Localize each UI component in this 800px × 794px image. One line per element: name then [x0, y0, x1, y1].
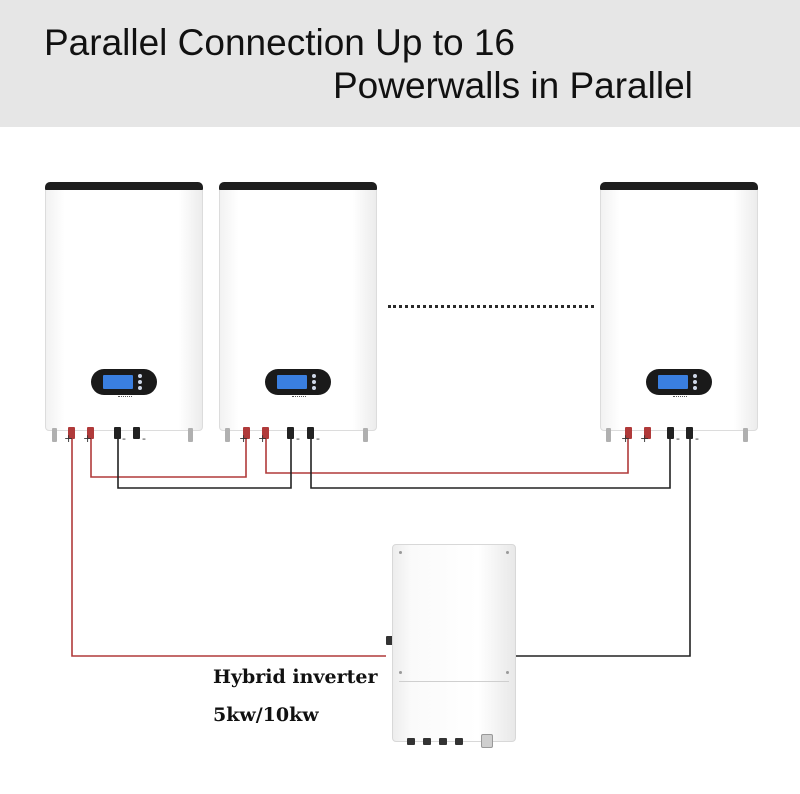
positive-wire-to-inverter	[71, 438, 386, 657]
screw	[506, 671, 509, 674]
battery-top-cap	[219, 182, 377, 190]
battery-display	[646, 369, 712, 395]
battery-unit-3	[600, 182, 758, 431]
inverter-bottom-port	[423, 738, 431, 745]
positive-terminal	[243, 427, 250, 439]
battery-unit-1	[45, 182, 203, 431]
negative-bus-1-2	[117, 438, 292, 489]
plus-label: +	[640, 432, 650, 445]
inverter-side-port	[386, 636, 393, 645]
inverter-bottom-port	[455, 738, 463, 745]
positive-bus-2-3	[265, 438, 629, 474]
indicator-lights	[693, 374, 698, 390]
battery-display	[91, 369, 157, 395]
minus-label: -	[296, 432, 300, 445]
battery-unit-2	[219, 182, 377, 431]
mounting-foot	[225, 428, 230, 442]
mounting-foot	[606, 428, 611, 442]
continuation-dotted-line	[388, 305, 594, 308]
hybrid-inverter	[392, 544, 516, 748]
negative-terminal	[686, 427, 693, 439]
title-line-1: Parallel Connection Up to 16	[44, 22, 516, 63]
plus-label: +	[621, 432, 631, 445]
battery-top-cap	[45, 182, 203, 190]
minus-label: -	[122, 432, 126, 445]
display-caption-marks	[292, 396, 306, 399]
positive-terminal	[87, 427, 94, 439]
minus-label: -	[142, 432, 146, 445]
inverter-switch	[481, 734, 493, 748]
positive-terminal	[625, 427, 632, 439]
minus-label: -	[316, 432, 320, 445]
screw	[399, 551, 402, 554]
negative-wire-to-inverter	[516, 438, 691, 657]
plus-label: +	[64, 432, 74, 445]
mounting-foot	[52, 428, 57, 442]
negative-bus-2-3	[310, 438, 671, 489]
inverter-bottom-port	[407, 738, 415, 745]
display-caption-marks	[118, 396, 132, 399]
positive-terminal	[68, 427, 75, 439]
minus-label: -	[676, 432, 680, 445]
negative-terminal	[287, 427, 294, 439]
mounting-foot	[188, 428, 193, 442]
indicator-lights	[312, 374, 317, 390]
screw	[506, 551, 509, 554]
battery-top-cap	[600, 182, 758, 190]
header-banner: Parallel Connection Up to 16 Powerwalls …	[0, 0, 800, 127]
display-caption-marks	[673, 396, 687, 399]
inverter-label: Hybrid inverter	[213, 666, 378, 688]
lcd-screen	[103, 375, 133, 389]
positive-terminal	[262, 427, 269, 439]
battery-display	[265, 369, 331, 395]
positive-bus-1-2	[90, 438, 247, 478]
negative-terminal	[307, 427, 314, 439]
mounting-foot	[363, 428, 368, 442]
inverter-bottom-port	[439, 738, 447, 745]
negative-terminal	[114, 427, 121, 439]
lcd-screen	[277, 375, 307, 389]
screw	[399, 671, 402, 674]
negative-terminal	[133, 427, 140, 439]
indicator-lights	[138, 374, 143, 390]
inverter-panel-seam	[399, 681, 509, 682]
mounting-foot	[743, 428, 748, 442]
negative-terminal	[667, 427, 674, 439]
plus-label: +	[239, 432, 249, 445]
positive-terminal	[644, 427, 651, 439]
minus-label: -	[695, 432, 699, 445]
inverter-rating: 5kw/10kw	[213, 704, 319, 726]
title-line-2: Powerwalls in Parallel	[333, 65, 693, 106]
lcd-screen	[658, 375, 688, 389]
plus-label: +	[258, 432, 268, 445]
plus-label: +	[83, 432, 93, 445]
